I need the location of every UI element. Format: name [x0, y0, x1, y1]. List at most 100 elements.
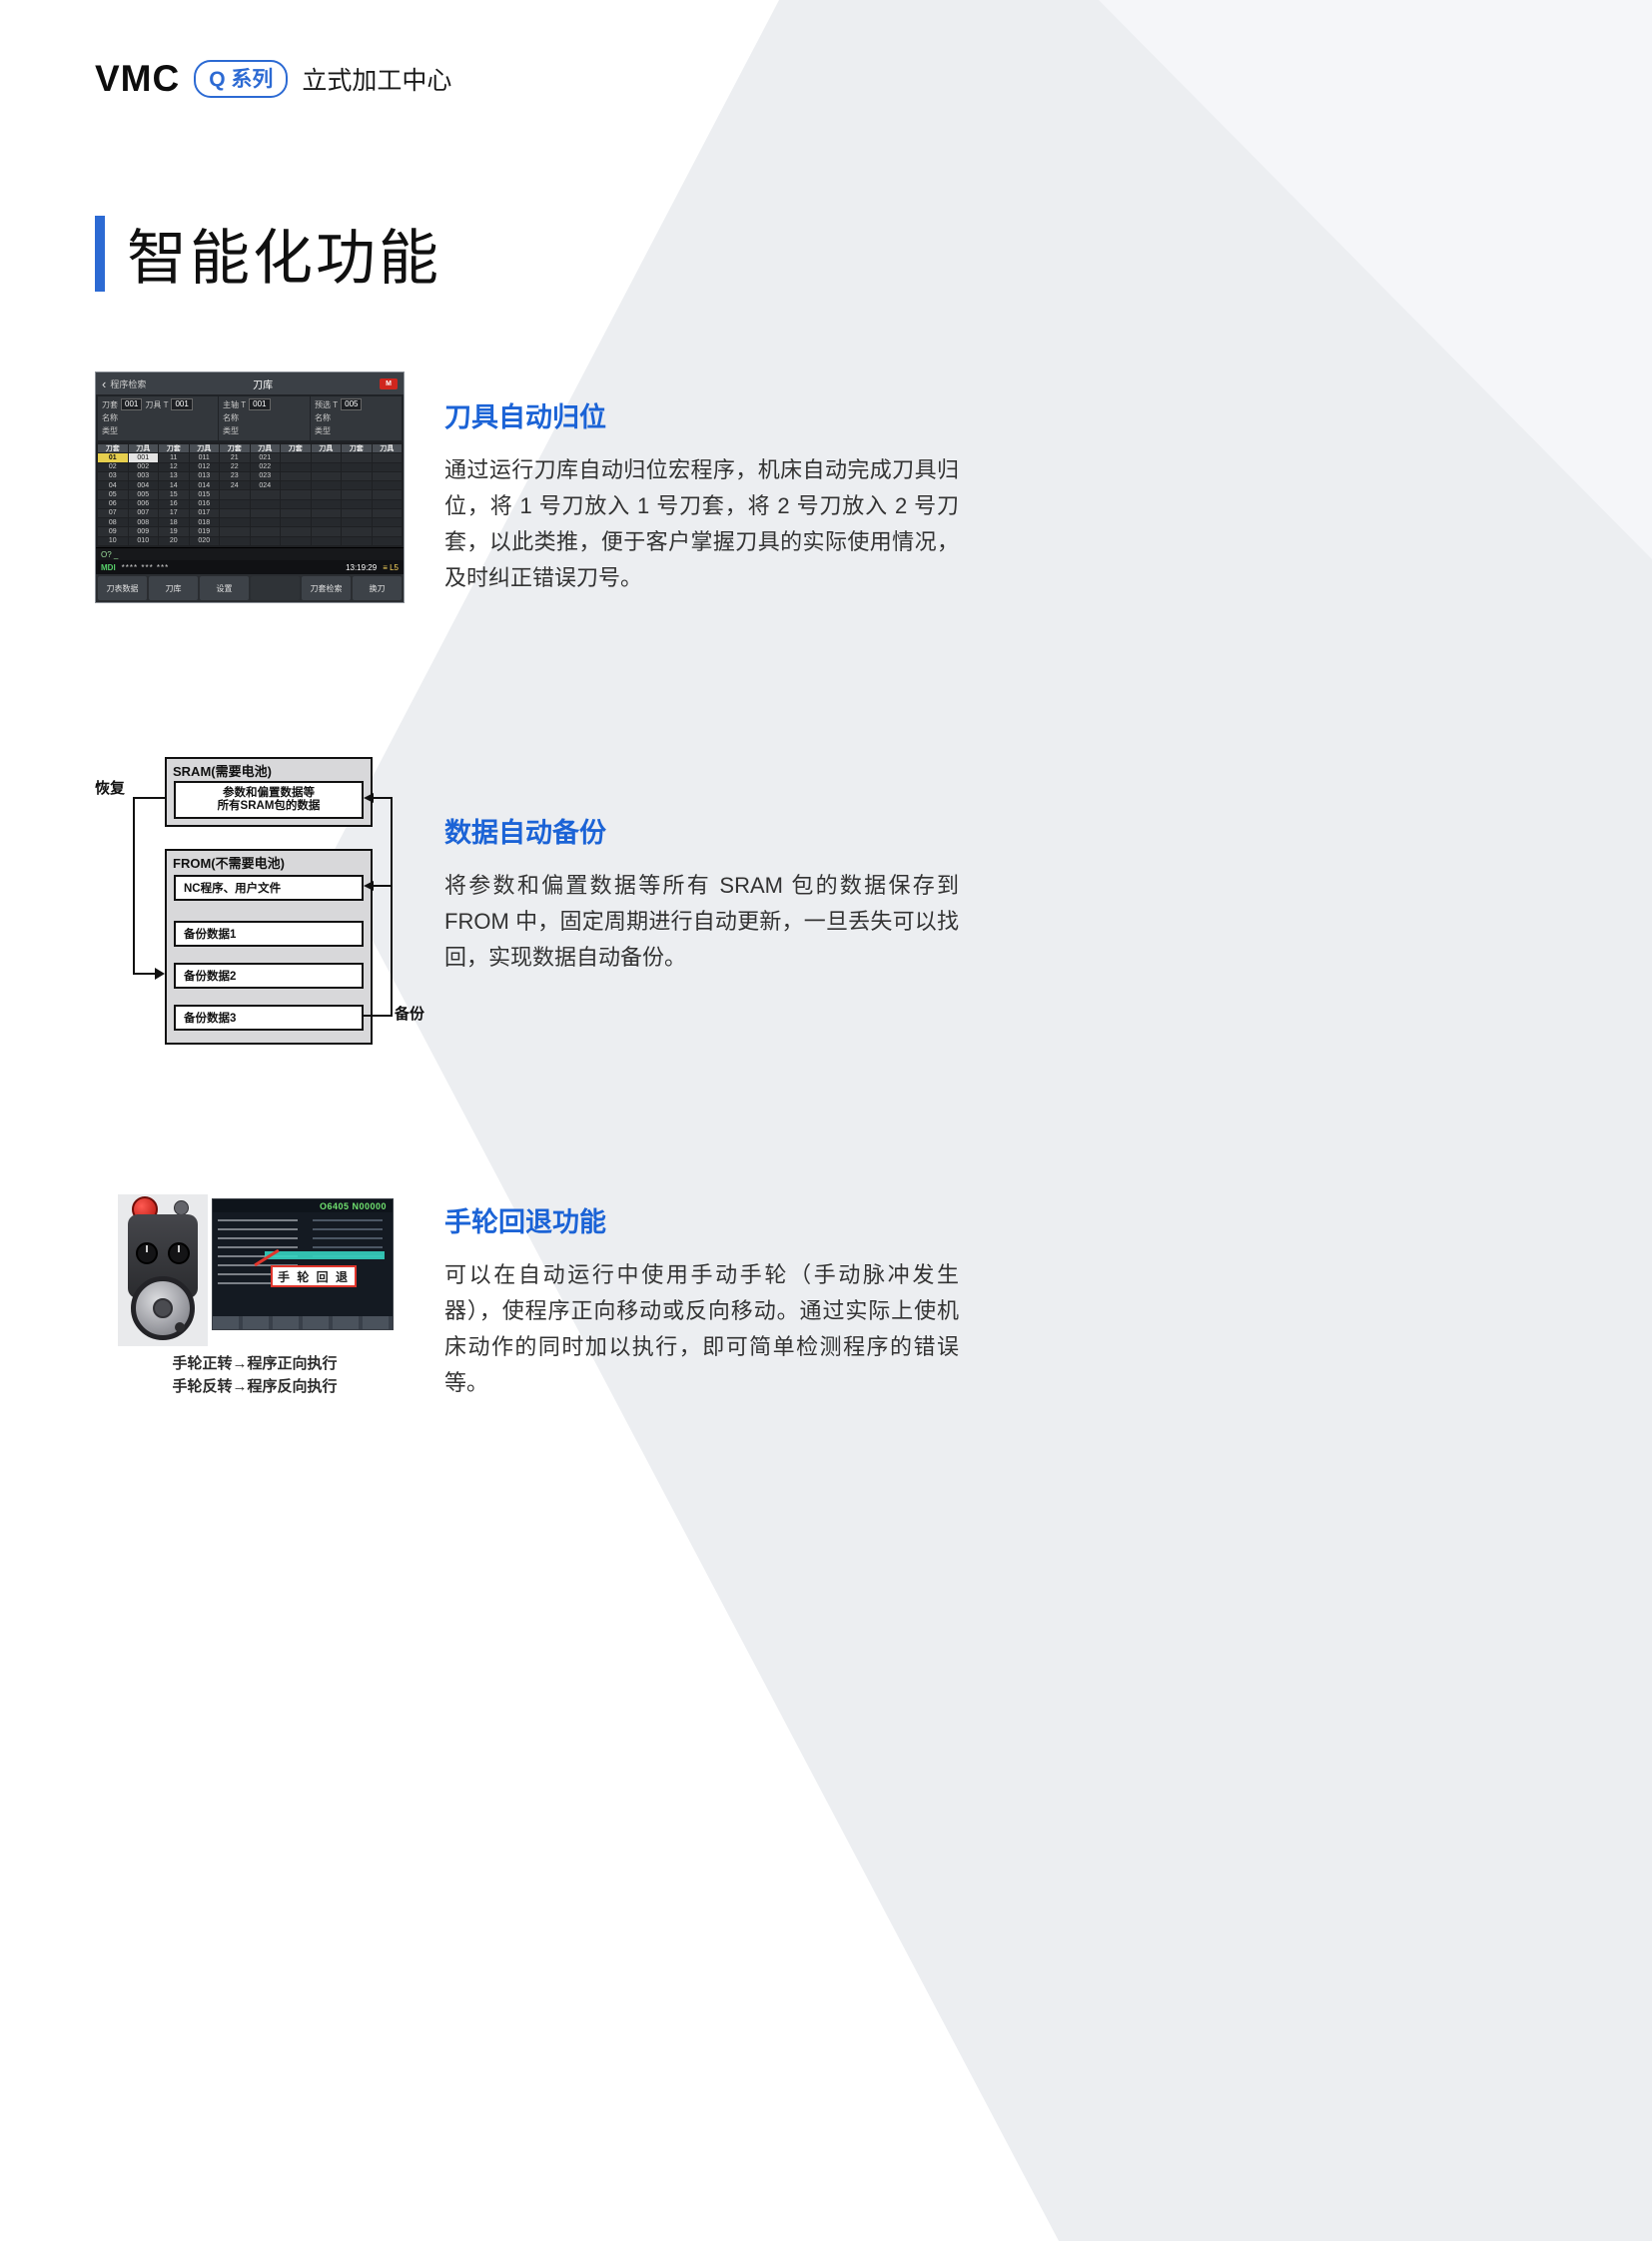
series-badge: Q 系列 — [194, 60, 289, 98]
sram-box: SRAM(需要电池) 参数和偏置数据等 所有SRAM包的数据 — [165, 757, 373, 827]
section-tool-return-text: 刀具自动归位 通过运行刀库自动归位宏程序，机床自动完成刀具归位，将 1 号刀放入… — [444, 395, 959, 596]
preselect-value: 005 — [341, 398, 363, 410]
status-dots: **** *** *** — [121, 562, 170, 572]
tool-value: 001 — [171, 398, 193, 410]
hw-screen-header: O6405 N00000 — [213, 1199, 393, 1212]
section-data-backup-text: 数据自动备份 将参数和偏置数据等所有 SRAM 包的数据保存到 FROM 中，固… — [444, 811, 959, 976]
tool-table-row — [281, 527, 341, 536]
spindle-value: 001 — [249, 398, 271, 410]
hw-softkey-strip — [213, 1316, 393, 1329]
sram-content-line2: 所有SRAM包的数据 — [217, 800, 321, 812]
modal-info-lines — [313, 1219, 383, 1257]
tool-table-row — [281, 536, 341, 545]
caption-line-forward: 手轮正转→程序正向执行 — [172, 1355, 338, 1372]
section-handwheel-text: 手轮回退功能 可以在自动运行中使用手动手轮（手动脉冲发生器），使程序正向移动或反… — [444, 1200, 959, 1401]
step-selector-knob-icon — [168, 1242, 190, 1264]
backup-data-box: 备份数据2 — [174, 963, 364, 989]
from-title: FROM(不需要电池) — [173, 856, 285, 871]
tool-table-row — [220, 518, 280, 527]
dial-handle — [175, 1322, 185, 1332]
type-label: 类型 — [223, 426, 240, 435]
pocket-info-panel: 刀套 001 刀具 T 001 名称 类型 — [98, 396, 219, 440]
handwheel-retrace-callout: 手 轮 回 退 — [271, 1265, 357, 1287]
tool-magazine-screenshot: ‹ 程序检索 刀库 M 刀套 001 刀具 T 001 名称 类型 主轴 T 0… — [95, 372, 405, 603]
tool-table-row — [342, 527, 402, 536]
name-label: 名称 — [223, 413, 240, 422]
cnc-nav-bar: ‹ 程序检索 刀库 M — [96, 373, 404, 394]
cnc-status-bar: MDI **** *** *** 13:19:29 ≡ L5 — [96, 560, 404, 574]
backup-data-box: 备份数据3 — [174, 1005, 364, 1031]
enable-button-icon — [174, 1200, 189, 1215]
pocket-value: 001 — [121, 398, 143, 410]
title-accent-bar — [95, 215, 105, 292]
backup-label: 备份 — [395, 1006, 425, 1023]
preselect-label: 预选 T — [315, 399, 339, 409]
section-body-handwheel: 可以在自动运行中使用手动手轮（手动脉冲发生器），使程序正向移动或反向移动。通过实… — [444, 1262, 959, 1395]
handwheel-photo — [118, 1194, 208, 1346]
tool-table-column: 刀套刀具 — [342, 444, 402, 545]
tool-table-row — [342, 481, 402, 490]
tool-table-row — [342, 471, 402, 481]
spindle-label: 主轴 T — [223, 399, 247, 409]
restore-label: 恢复 — [95, 780, 126, 797]
name-label: 名称 — [315, 413, 332, 422]
cnc-screen-title: 刀库 — [253, 379, 274, 391]
type-label: 类型 — [315, 426, 332, 435]
sram-content-box: 参数和偏置数据等 所有SRAM包的数据 — [174, 781, 364, 819]
tool-table-row — [220, 490, 280, 499]
softkey-button: 设置 — [200, 576, 249, 600]
softkey-button: 刀表数据 — [98, 576, 147, 600]
tool-table-column: 刀套刀具 — [281, 444, 341, 545]
pocket-label: 刀套 — [102, 399, 118, 409]
tool-table-row — [342, 536, 402, 545]
active-block-highlight — [265, 1251, 385, 1259]
tool-table-row — [220, 499, 280, 508]
preselect-info-panel: 预选 T 005 名称 类型 — [311, 396, 402, 440]
tool-table-row — [342, 453, 402, 462]
brand-logo-icon: M — [380, 377, 398, 389]
tool-table-row — [281, 462, 341, 471]
cnc-info-bar: 刀套 001 刀具 T 001 名称 类型 主轴 T 001 名称 类型 预选 … — [96, 394, 404, 442]
tool-table-row — [281, 481, 341, 490]
type-label: 类型 — [102, 426, 118, 435]
dial-center — [153, 1298, 173, 1318]
section-heading-tool-return: 刀具自动归位 — [444, 402, 606, 432]
back-chevron-icon: ‹ — [102, 375, 107, 391]
softkey-button: 刀库 — [149, 576, 198, 600]
tool-table-row — [281, 453, 341, 462]
tool-label: 刀具 T — [145, 399, 169, 409]
tool-table-row — [281, 471, 341, 481]
cnc-input-line: O? _ — [96, 547, 404, 560]
sram-title: SRAM(需要电池) — [173, 764, 272, 779]
tool-table-row — [281, 499, 341, 508]
restore-arrow-icon — [155, 968, 165, 980]
sram-content-line1: 参数和偏置数据等 — [223, 787, 315, 799]
data-backup-diagram: 恢复 SRAM(需要电池) 参数和偏置数据等 所有SRAM包的数据 FROM(不… — [95, 749, 439, 1051]
title-block: 智能化功能 — [95, 210, 441, 297]
brand-logo: VMC — [95, 58, 181, 99]
header-subtitle: 立式加工中心 — [302, 67, 452, 95]
tool-table-row — [342, 518, 402, 527]
tool-table-row — [281, 518, 341, 527]
handwheel-retrace-screenshot: O6405 N00000 手 轮 回 退 — [212, 1198, 394, 1330]
tool-table-row — [281, 508, 341, 518]
